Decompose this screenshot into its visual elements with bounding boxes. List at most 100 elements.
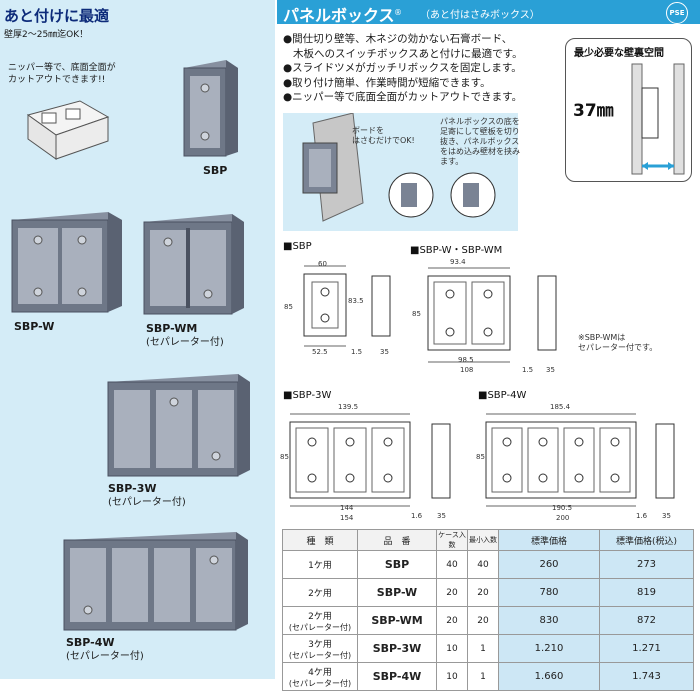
cell-price-tax: 1.271 xyxy=(599,634,694,663)
callout-line: ます。 xyxy=(440,157,464,166)
kind-line: (セパレーター付) xyxy=(288,622,352,632)
sbp-dim: 85 xyxy=(284,303,293,311)
table-row: 3ケ用(セパレーター付) SBP-3W 10 1 1.210 1.271 xyxy=(282,634,694,663)
cell-min: 20 xyxy=(467,606,499,635)
cell-case: 40 xyxy=(436,550,468,579)
callout-line: パネルボックスの底を xyxy=(440,117,520,126)
sbp-drawing-label: ■SBP xyxy=(283,241,312,252)
sbp-3w-dim: 144 xyxy=(340,504,354,512)
sbp-4w-drawing xyxy=(485,413,675,507)
feature-item: ●間仕切り壁等、木ネジの効かない石膏ボード、 xyxy=(283,33,513,45)
cell-case: 20 xyxy=(436,606,468,635)
page-title: パネルボックス xyxy=(283,6,395,25)
col-model: 品 番 xyxy=(357,529,437,551)
table-row: 2ケ用(セパレーター付) SBP-WM 20 20 830 872 xyxy=(282,606,694,635)
sbp-dim: 1.5 xyxy=(351,348,363,356)
cell-model: SBP-4W xyxy=(357,662,437,691)
callout-line: 足寄にして壁板を切り xyxy=(440,127,520,136)
cell-min: 20 xyxy=(467,578,499,607)
cell-model: SBP xyxy=(357,550,437,579)
col-price-tax: 標準価格(税込) xyxy=(599,529,694,551)
cell-model: SBP-3W xyxy=(357,634,437,663)
sbp-w-dim: 85 xyxy=(412,310,421,318)
cell-price: 1.210 xyxy=(498,634,600,663)
sbp-4w-drawing-label: ■SBP-4W xyxy=(478,390,527,401)
cell-min: 1 xyxy=(467,634,499,663)
sbp-w-drawing-label: ■SBP-W・SBP-WM xyxy=(410,245,503,256)
cutout-note-line: カットアウトできます!! xyxy=(8,75,106,85)
cell-kind: 2ケ用 xyxy=(282,578,358,607)
feature-item: 木板へのスイッチボックスあと付けに最適です。 xyxy=(293,47,523,60)
registered-mark: ® xyxy=(394,8,402,17)
sbp-w-product-image xyxy=(11,212,122,313)
wall-space-diagram xyxy=(631,63,685,175)
sbp-4w-dim: 85 xyxy=(476,453,485,461)
note-line: ※SBP-WMは xyxy=(578,333,626,342)
sbp-wm-sub: (セパレーター付) xyxy=(146,337,224,348)
cell-price: 780 xyxy=(498,578,600,607)
cutout-note-line: ニッパー等で、底面全面が xyxy=(8,63,116,73)
sbp-dim: 83.5 xyxy=(348,297,364,305)
price-table: 種 類 品 番 ケース入数 最小入数 標準価格 標準価格(税込) 1ケ用 SBP… xyxy=(282,529,694,691)
cell-kind: 1ケ用 xyxy=(282,550,358,579)
col-kind: 種 類 xyxy=(282,529,358,551)
kind-line: 4ケ用 xyxy=(308,667,332,678)
note-line: セパレーター付です。 xyxy=(578,343,658,352)
cell-price-tax: 819 xyxy=(599,578,694,607)
table-header-row: 種 類 品 番 ケース入数 最小入数 標準価格 標準価格(税込) xyxy=(282,529,694,551)
kind-line: 2ケ用 xyxy=(308,611,332,622)
cutout-note: ニッパー等で、底面全面が カットアウトできます!! xyxy=(8,62,116,86)
sbp-3w-drawing xyxy=(289,413,451,507)
sbp-3w-dim: 35 xyxy=(437,512,446,520)
cell-kind: 3ケ用(セパレーター付) xyxy=(282,634,358,663)
panel-callout: パネルボックスの底を 足寄にして壁板を切り 抜き、パネルボックス をはめ込み壁材… xyxy=(440,117,520,167)
sbp-3w-dim: 154 xyxy=(340,514,354,522)
cell-price: 1.660 xyxy=(498,662,600,691)
sbp-w-dim: 1.5 xyxy=(522,366,534,374)
sbp-4w-dim: 190.5 xyxy=(552,504,573,512)
cell-model: SBP-WM xyxy=(357,606,437,635)
sbp-wm-product-image xyxy=(143,214,244,315)
sbp-w-dim: 35 xyxy=(546,366,555,374)
cell-kind: 4ケ用(セパレーター付) xyxy=(282,662,358,691)
sbp-4w-model: SBP-4W xyxy=(66,636,115,649)
header-bar xyxy=(277,0,700,24)
sbp-wm-note: ※SBP-WMは セパレーター付です。 xyxy=(578,333,657,353)
sbp-w-caption: SBP-W xyxy=(14,320,55,333)
page-subtitle: （あと付はさみボックス） xyxy=(420,10,540,21)
sbp-w-drawing xyxy=(427,267,557,363)
feature-list: ●間仕切り壁等、木ネジの効かない石膏ボード、 木板へのスイッチボックスあと付けに… xyxy=(283,32,523,105)
cell-price-tax: 1.743 xyxy=(599,662,694,691)
sbp-4w-sub: (セパレーター付) xyxy=(66,651,144,662)
sbp-3w-dim: 139.5 xyxy=(338,403,359,411)
callout-line: はさむだけでOK! xyxy=(352,136,415,145)
cell-case: 20 xyxy=(436,578,468,607)
kind-line: 2ケ用 xyxy=(308,589,332,599)
sbp-w-dim: 98.5 xyxy=(458,356,474,364)
sbp-product-image xyxy=(183,60,238,157)
left-title: あと付けに最適 xyxy=(4,7,110,25)
sbp-3w-sub: (セパレーター付) xyxy=(108,497,186,508)
board-callout: ボードを はさむだけでOK! xyxy=(352,126,415,146)
col-price: 標準価格 xyxy=(498,529,600,551)
left-subtitle: 壁厚2〜25㎜迄OK！ xyxy=(4,30,89,40)
sbp-3w-dim: 1.6 xyxy=(411,512,423,520)
cell-price: 260 xyxy=(498,550,600,579)
table-row: 1ケ用 SBP 40 40 260 273 xyxy=(282,550,694,579)
callout-line: をはめ込み壁材を挟み xyxy=(440,147,520,156)
min-space-box xyxy=(565,38,692,182)
cell-price: 830 xyxy=(498,606,600,635)
table-row: 2ケ用 SBP-W 20 20 780 819 xyxy=(282,578,694,607)
kind-line: 1ケ用 xyxy=(308,561,332,571)
sbp-w-dim: 108 xyxy=(460,366,474,374)
sbp-wm-caption: SBP-WM (セパレーター付) xyxy=(146,322,224,349)
callout-line: 抜き、パネルボックス xyxy=(440,137,520,146)
col-min: 最小入数 xyxy=(467,529,499,551)
install-illustration xyxy=(302,113,496,222)
sbp-dim: 60 xyxy=(318,260,327,268)
sbp-4w-caption: SBP-4W (セパレーター付) xyxy=(66,636,144,663)
sbp-3w-caption: SBP-3W (セパレーター付) xyxy=(108,482,186,509)
sbp-dim: 52.5 xyxy=(312,348,328,356)
sbp-3w-drawing-label: ■SBP-3W xyxy=(283,390,332,401)
sbp-w-dim: 93.4 xyxy=(450,258,466,266)
